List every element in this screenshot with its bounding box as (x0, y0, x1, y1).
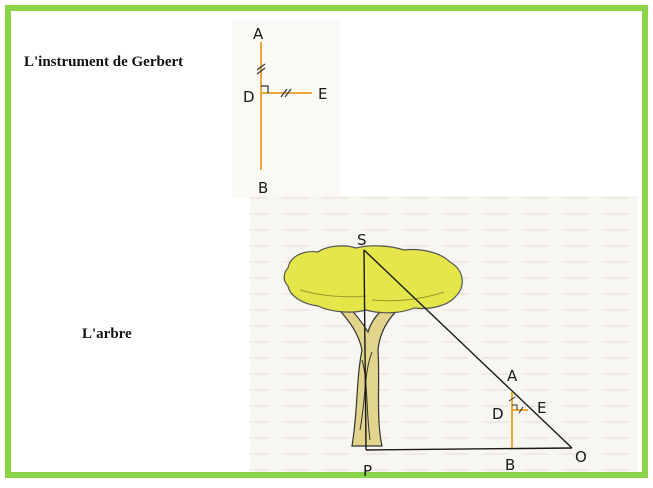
instrument-label-b: B (258, 179, 268, 197)
instrument-label-a: A (253, 25, 264, 43)
tree-label-b: B (505, 456, 515, 474)
tree-label-o: O (575, 448, 587, 466)
tree-canopy (283, 245, 463, 314)
tree-trunk (335, 299, 403, 447)
caption-tree: L'arbre (82, 326, 132, 342)
canopy-shading (299, 289, 445, 302)
instrument-label-d: D (243, 88, 255, 106)
right-angle-mark (261, 85, 269, 93)
tree-label-s: S (357, 231, 367, 249)
segment-sp (363, 249, 367, 451)
tree-label-d: D (492, 405, 504, 423)
tree-scan-area (250, 196, 638, 472)
equal-tick-horizontal (280, 88, 292, 98)
segment-so (363, 249, 573, 449)
equal-tick-vertical (256, 63, 266, 75)
tree-label-p: P (363, 462, 372, 480)
tree-illustration (283, 245, 463, 447)
sighting-geometry (363, 249, 573, 451)
gerbert-instrument: A D E B (243, 25, 327, 197)
tree-label-e: E (537, 399, 546, 417)
tree-label-a: A (507, 367, 518, 385)
trunk-twist-line (361, 359, 371, 441)
instrument-scan-area (232, 20, 340, 198)
segment-po (365, 447, 573, 451)
small-equal-ticks (508, 396, 524, 414)
instrument-label-e: E (318, 85, 327, 103)
small-right-angle-mark (512, 404, 518, 410)
caption-instrument: L'instrument de Gerbert (24, 54, 184, 70)
